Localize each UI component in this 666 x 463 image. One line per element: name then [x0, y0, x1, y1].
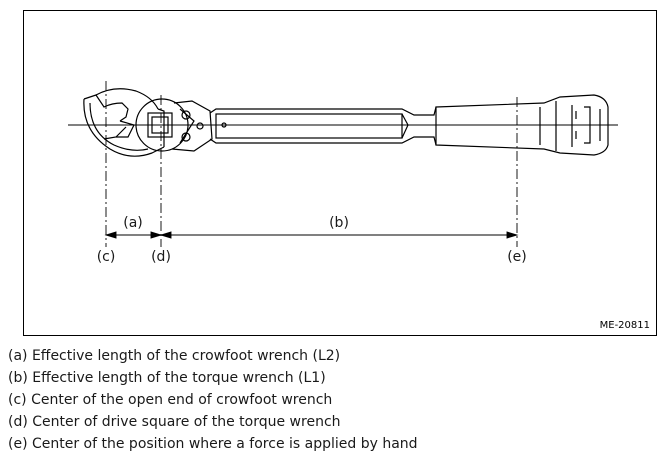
label-d: (d) [151, 249, 171, 265]
legend-item-d: (d) Center of drive square of the torque… [8, 414, 341, 430]
arrowhead-a-left [104, 231, 117, 239]
legend-item-b: (b) Effective length of the torque wrenc… [8, 370, 326, 386]
wrench-diagram: (a) (b) (c) (d) (e) [68, 81, 618, 265]
figure-frame: (a) (b) (c) (d) (e) ME-20811 [23, 10, 657, 336]
legend-list: (a) Effective length of the crowfoot wre… [8, 345, 418, 455]
arrowhead-b-left [159, 231, 172, 239]
crowfoot-wrench [83, 88, 165, 157]
torque-wrench-shaft [209, 106, 437, 146]
legend-item-e: (e) Center of the position where a force… [8, 436, 418, 452]
arrowhead-a-right [150, 231, 163, 239]
arrowhead-b-right [506, 231, 519, 239]
figure-code: ME-20811 [599, 320, 650, 331]
legend-item-c: (c) Center of the open end of crowfoot w… [8, 392, 333, 408]
label-b: (b) [329, 215, 349, 231]
label-a: (a) [123, 215, 143, 231]
label-c: (c) [97, 249, 116, 265]
legend-item-a: (a) Effective length of the crowfoot wre… [8, 348, 341, 364]
label-e: (e) [507, 249, 527, 265]
